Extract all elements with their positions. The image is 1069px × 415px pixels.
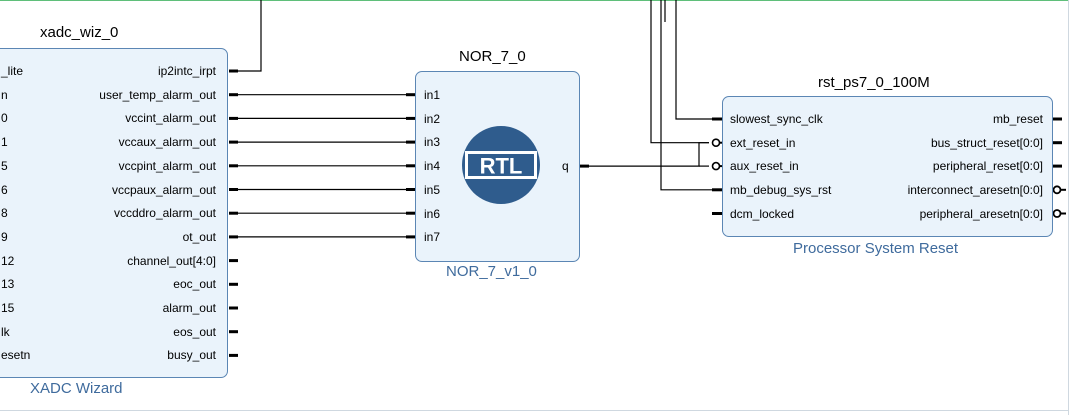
pin-q[interactable]: q [562, 159, 569, 173]
pin-stub-xadc-out7 [229, 235, 238, 239]
pin-13[interactable]: 13 [1, 277, 15, 292]
pin-stub-rst-mb-reset [1053, 117, 1062, 121]
pin-in7[interactable]: in7 [424, 230, 441, 245]
block-body[interactable] [0, 48, 228, 378]
pin-in1[interactable]: in1 [424, 88, 441, 102]
rtl-logo-text: RTL [480, 154, 523, 179]
block-ip-name: XADC Wizard [30, 380, 123, 397]
pin-vccaux-alarm-out[interactable]: vccaux_alarm_out [118, 135, 216, 150]
pin-stub-xadc-out5 [229, 188, 238, 191]
pin-peripheral-aresetn-0-0[interactable]: peripheral_aresetn[0:0] [919, 206, 1043, 221]
pin-dcm-locked[interactable]: dcm_locked [730, 206, 795, 221]
pin-n[interactable]: n [1, 87, 8, 102]
block-ip-name: NOR_7_v1_0 [446, 263, 537, 280]
pin-stub-xadc-out3 [229, 140, 238, 144]
pin-in3[interactable]: in3 [424, 135, 441, 150]
pin-eos-out[interactable]: eos_out [173, 324, 216, 339]
pin--lite[interactable]: _lite [1, 64, 24, 78]
pin-vccpaux-alarm-out[interactable]: vccpaux_alarm_out [111, 182, 216, 197]
pin-peripheral-reset-0-0[interactable]: peripheral_reset[0:0] [932, 159, 1043, 174]
block-ip-name: Processor System Reset [793, 240, 959, 257]
pin-stub-rst-mb-debug [712, 188, 722, 192]
pin-stub-nor-in6 [406, 211, 415, 215]
block-instance-name: xadc_wiz_0 [40, 24, 119, 41]
pin-slowest-sync-clk[interactable]: slowest_sync_clk [730, 112, 823, 126]
pin-0[interactable]: 0 [1, 111, 8, 126]
pin-stub-nor-in5 [406, 188, 415, 191]
pin-vccint-alarm-out[interactable]: vccint_alarm_out [125, 111, 216, 126]
pin-stub-nor-in4 [406, 164, 415, 168]
pin-bubble-aux-reset [711, 161, 721, 171]
pin-stub-nor-in1 [406, 93, 415, 97]
wire-ip2intc-irpt [229, 0, 262, 72]
pin-ext-reset-in[interactable]: ext_reset_in [730, 135, 796, 150]
pin-in6[interactable]: in6 [424, 206, 441, 221]
pin-stub-xadc-out12 [229, 353, 238, 357]
pin-stub-nor-q [580, 164, 589, 168]
pin-eoc-out[interactable]: eoc_out [173, 277, 216, 292]
pin-9[interactable]: 9 [1, 229, 8, 244]
pin-stub-nor-in2 [406, 116, 415, 120]
pin-bubble-ext-reset [711, 138, 721, 147]
pin-bubble-peripheral-aresetn [1052, 209, 1062, 218]
pin-stub-rst-dcm-locked [712, 212, 722, 215]
pin-stub-nor-in3 [406, 140, 415, 144]
pin-5[interactable]: 5 [1, 158, 8, 173]
pin-vccpint-alarm-out[interactable]: vccpint_alarm_out [118, 158, 216, 173]
block-body[interactable] [722, 96, 1053, 237]
pin-stub-rst-slowest-clk [712, 117, 722, 121]
pin-busy-out[interactable]: busy_out [167, 348, 216, 363]
pin-stub-xadc-out10 [229, 306, 238, 310]
pin-in2[interactable]: in2 [424, 111, 441, 126]
pin-in5[interactable]: in5 [424, 182, 441, 197]
pin-12[interactable]: 12 [1, 253, 15, 268]
pin-mb-debug-sys-rst[interactable]: mb_debug_sys_rst [730, 183, 832, 198]
pin-stub-xadc-out8 [229, 259, 238, 263]
pin-stub-xadc-out2 [229, 116, 238, 120]
pin-aux-reset-in[interactable]: aux_reset_in [730, 159, 799, 174]
pin-bubble-interconnect-aresetn [1052, 185, 1062, 195]
pin-lk[interactable]: lk [1, 324, 10, 339]
pin-esetn[interactable]: esetn [1, 348, 31, 363]
pin-channel-out-4-0[interactable]: channel_out[4:0] [127, 253, 216, 268]
pin-stub-xadc-out11 [229, 330, 238, 334]
pin-stub-rst-peripheral-reset [1053, 164, 1062, 168]
wire-q-to-ext-reset [589, 142, 709, 167]
block-instance-name: rst_ps7_0_100M [818, 74, 930, 91]
pin-alarm-out[interactable]: alarm_out [162, 301, 216, 315]
pin-vccddro-alarm-out[interactable]: vccddro_alarm_out [113, 206, 216, 221]
wire-mb-debug-sys-rst [660, 0, 712, 191]
pin-in4[interactable]: in4 [424, 159, 441, 174]
pin-stub-xadc-out4 [229, 164, 238, 168]
rtl-logo-icon: RTL [462, 126, 540, 204]
wire-ext-reset-in [650, 0, 709, 144]
pin-6[interactable]: 6 [1, 182, 8, 197]
wire-slowest-sync-clk [675, 0, 712, 120]
pin-15[interactable]: 15 [1, 301, 15, 315]
pin-1[interactable]: 1 [1, 135, 8, 150]
pin-stub-xadc-out9 [229, 282, 238, 286]
pin-stub-xadc-out6 [229, 211, 238, 215]
block-instance-name: NOR_7_0 [459, 48, 526, 65]
pin-stub-rst-bus-struct [1053, 141, 1062, 145]
pin-ip2intc-irpt[interactable]: ip2intc_irpt [157, 64, 216, 78]
pin-mb-reset[interactable]: mb_reset [992, 112, 1043, 126]
pin-8[interactable]: 8 [1, 206, 8, 221]
pin-bus-struct-reset-0-0[interactable]: bus_struct_reset[0:0] [930, 135, 1043, 150]
pin-stub-xadc-out1 [229, 93, 238, 97]
pin-user-temp-alarm-out[interactable]: user_temp_alarm_out [99, 87, 216, 102]
pin-ot-out[interactable]: ot_out [182, 229, 216, 244]
pin-stub-nor-in7 [406, 235, 415, 239]
pin-interconnect-aresetn-0-0[interactable]: interconnect_aresetn[0:0] [907, 183, 1043, 198]
